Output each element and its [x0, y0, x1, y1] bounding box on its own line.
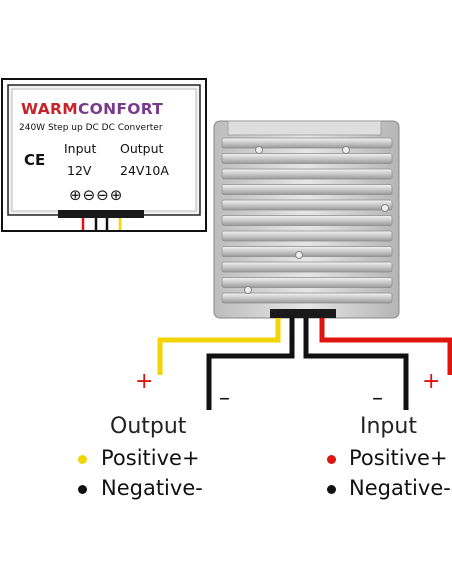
heatsink-fin: [221, 261, 393, 273]
input-minus-sign: –: [372, 386, 383, 411]
heatsink-fin: [221, 184, 393, 195]
wires: [157, 318, 452, 410]
label-output-heading: Output: [120, 141, 164, 156]
heatsink-fin: [221, 199, 393, 211]
label-input-heading: Input: [64, 141, 97, 156]
brand-logo-part2: CONFORT: [77, 100, 164, 118]
heatsink-fin: [221, 230, 393, 242]
label-subtitle: 240W Step up DC DC Converter: [19, 123, 163, 133]
input-positive-label: Positive+: [349, 446, 448, 470]
output-legend-title: Output: [110, 414, 187, 439]
input-positive-wire: [319, 318, 452, 375]
terminal-symbols: ⊕⊖⊖⊕: [69, 186, 124, 204]
input-negative-wire: [303, 318, 409, 410]
output-positive-wire: [157, 318, 281, 375]
label-output-value: 24V10A: [120, 163, 169, 178]
input-positive-dot: [327, 455, 336, 464]
converter-housing: [213, 120, 400, 319]
input-negative-label: Negative-: [349, 476, 451, 500]
input-legend-title: Input: [360, 414, 417, 439]
heatsink-fin: [221, 277, 393, 288]
input-negative-dot: [327, 485, 336, 494]
heatsink-fins: [221, 137, 393, 304]
output-negative-label: Negative-: [101, 476, 203, 500]
output-negative-dot: [78, 485, 87, 494]
heatsink-fin: [221, 246, 393, 257]
ce-mark: CE: [24, 151, 46, 169]
heatsink-fin: [221, 137, 393, 149]
output-positive-dot: [78, 455, 87, 464]
input-plus-sign: +: [422, 369, 441, 394]
heatsink-fin: [221, 168, 393, 180]
heatsink-fin: [221, 215, 393, 226]
output-minus-sign: –: [219, 386, 230, 411]
heatsink-fin: [221, 292, 393, 304]
output-negative-wire: [206, 318, 295, 410]
heatsink-fin: [221, 153, 393, 164]
brand-logo: WARMCONFORT: [21, 100, 163, 118]
product-label: [1, 78, 207, 232]
brand-logo-part1: WARM: [21, 100, 78, 118]
output-plus-sign: +: [135, 369, 154, 394]
output-positive-label: Positive+: [101, 446, 200, 470]
label-input-value: 12V: [67, 163, 92, 178]
